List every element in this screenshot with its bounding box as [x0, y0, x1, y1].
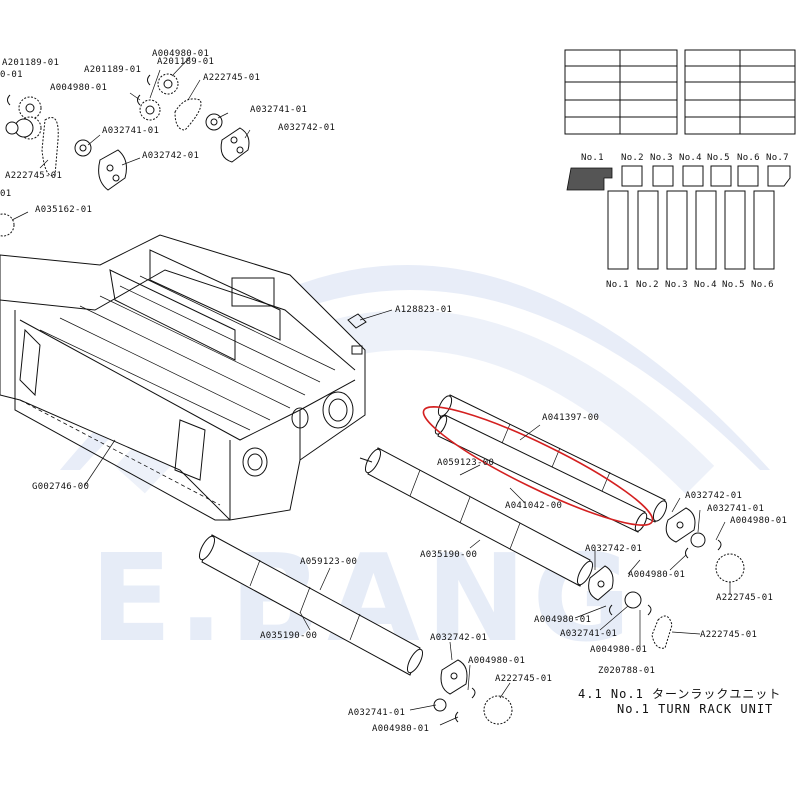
- part-label: A035190-00: [420, 550, 477, 560]
- roller-a059123-upper: [359, 447, 594, 587]
- part-label: A032742-01: [685, 491, 742, 501]
- part-label: A201189-01: [157, 57, 214, 67]
- legend-bottom-label: No.1: [606, 280, 629, 290]
- part-label: A222745-01: [495, 674, 552, 684]
- part-label: A032741-01: [348, 708, 405, 718]
- legend-top-label: No.6: [737, 153, 760, 163]
- diagram-title-japanese: 4.1 No.1 ターンラックユニット: [578, 687, 781, 701]
- part-label: A035162-01: [35, 205, 92, 215]
- part-label: A032741-01: [102, 126, 159, 136]
- part-label: A035190-00: [260, 631, 317, 641]
- legend-top-label: No.7: [766, 153, 789, 163]
- part-label: A059123-00: [300, 557, 357, 567]
- part-label: 0-01: [0, 70, 23, 80]
- part-label: A004980-01: [628, 570, 685, 580]
- legend-no1-shape: [566, 167, 613, 191]
- part-label: A032742-01: [278, 123, 335, 133]
- part-label: A222745-01: [700, 630, 757, 640]
- legend-bottom-label: No.5: [722, 280, 745, 290]
- part-label: A004980-01: [372, 724, 429, 734]
- part-label: A032741-01: [707, 504, 764, 514]
- part-label: A004980-01: [50, 83, 107, 93]
- legend-bottom-label: No.6: [751, 280, 774, 290]
- highlight-ellipse: [422, 406, 654, 526]
- part-label: A222745-01: [5, 171, 62, 181]
- roller-a041042: [434, 414, 648, 533]
- part-label: A032742-01: [142, 151, 199, 161]
- legend-top-label: No.2: [621, 153, 644, 163]
- part-label: A201189-01: [84, 65, 141, 75]
- part-label: A041042-00: [505, 501, 562, 511]
- leader-lines: [11, 56, 731, 726]
- part-label: A032742-01: [585, 544, 642, 554]
- part-label: A201189-01: [2, 58, 59, 68]
- legend-top-label: No.5: [707, 153, 730, 163]
- part-label: A032741-01: [250, 105, 307, 115]
- part-label: A004980-01: [730, 516, 787, 526]
- part-label: A004980-01: [468, 656, 525, 666]
- roller-a059123-lower: [198, 534, 424, 676]
- part-label: A222745-01: [716, 593, 773, 603]
- end-hardware-upper: [665, 507, 745, 583]
- part-label: A059123-00: [437, 458, 494, 468]
- part-label: A004980-01: [590, 645, 647, 655]
- part-label: A004980-01: [152, 49, 209, 59]
- legend-bottom-label: No.2: [636, 280, 659, 290]
- part-label: A041397-00: [542, 413, 599, 423]
- end-hardware-lower: [433, 659, 513, 725]
- part-labels: A004980-01A201189-01A201189-01A201189-01…: [0, 49, 787, 734]
- part-label: G002746-00: [32, 482, 89, 492]
- legend-bottom-label: No.3: [665, 280, 688, 290]
- part-label: A222745-01: [203, 73, 260, 83]
- legend-top-label: No.1: [581, 153, 604, 163]
- part-label: A004980-01: [534, 615, 591, 625]
- legend-bottom-label: No.4: [694, 280, 717, 290]
- legend-table: [564, 49, 796, 135]
- gear-train-left: [0, 73, 250, 237]
- part-label: A128823-01: [395, 305, 452, 315]
- legend-top-label: No.3: [650, 153, 673, 163]
- part-label: 01: [0, 189, 11, 199]
- part-label: A032742-01: [430, 633, 487, 643]
- rack-frame-housing: [0, 234, 367, 521]
- end-hardware-middle: [588, 565, 673, 649]
- legend-top-label: No.4: [679, 153, 702, 163]
- diagram-title-english: No.1 TURN RACK UNIT: [617, 702, 773, 716]
- part-label: A032741-01: [560, 629, 617, 639]
- assembly-code: Z020788-01: [598, 666, 655, 676]
